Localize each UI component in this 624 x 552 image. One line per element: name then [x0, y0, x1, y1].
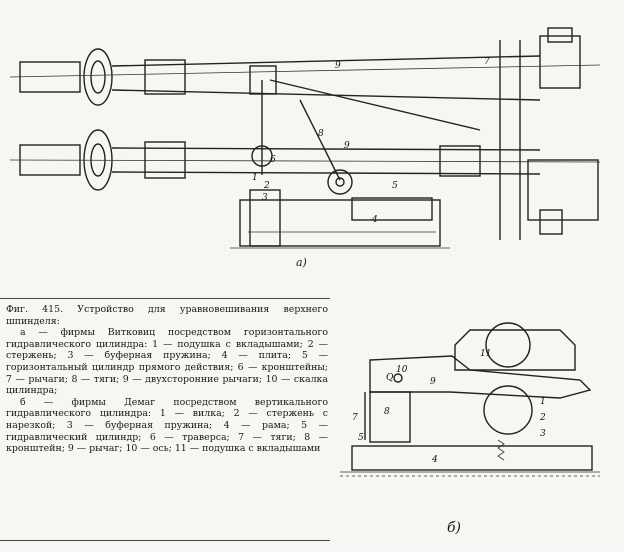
- label-a-6: 6: [270, 155, 276, 165]
- upper-roll: [485, 322, 531, 368]
- svg-text:9: 9: [430, 377, 436, 387]
- lower-spindle: [9, 129, 601, 191]
- figure-b-label: б): [447, 520, 462, 536]
- svg-text:3: 3: [540, 429, 546, 439]
- figure-a-label: а): [296, 256, 307, 269]
- label-a-4: 4: [371, 215, 378, 225]
- label-a-1: 1: [252, 173, 258, 183]
- svg-text:4: 4: [431, 455, 438, 465]
- caption-part-a: а — фирмы Витковиц посредством горизонта…: [6, 327, 328, 397]
- svg-text:10: 10: [396, 365, 408, 375]
- svg-text:5: 5: [358, 433, 364, 443]
- svg-text:2: 2: [539, 413, 546, 423]
- svg-text:7: 7: [352, 413, 358, 423]
- label-a-7: 7: [484, 57, 490, 67]
- roll-stand: [499, 27, 599, 240]
- svg-text:1: 1: [540, 397, 546, 407]
- svg-text:Q: Q: [386, 373, 394, 383]
- linkage: [251, 79, 481, 195]
- caption-top-rule: [0, 298, 330, 299]
- label-a-8: 8: [318, 129, 324, 139]
- caption-bottom-rule: [0, 540, 330, 541]
- svg-text:11: 11: [480, 349, 491, 359]
- base-and-cylinder: [230, 189, 450, 249]
- lower-roll: [483, 385, 533, 435]
- upper-spindle: [9, 48, 601, 106]
- figure-a-drawing: 9 7 8 9 6 1 2 3 5 4: [9, 27, 601, 249]
- label-a-9: 9: [335, 61, 341, 71]
- label-a-5: 5: [392, 181, 398, 191]
- caption-title: Фиг. 415. Устройство для уравновешивания…: [6, 304, 328, 327]
- label-a-9b: 9: [344, 141, 350, 151]
- svg-text:8: 8: [384, 407, 390, 417]
- caption-part-b: б — фирмы Демаг посредством вертикальног…: [6, 396, 328, 455]
- label-a-2: 2: [263, 181, 270, 191]
- label-a-3: 3: [262, 193, 268, 203]
- figure-caption: Фиг. 415. Устройство для уравновешивания…: [6, 304, 328, 455]
